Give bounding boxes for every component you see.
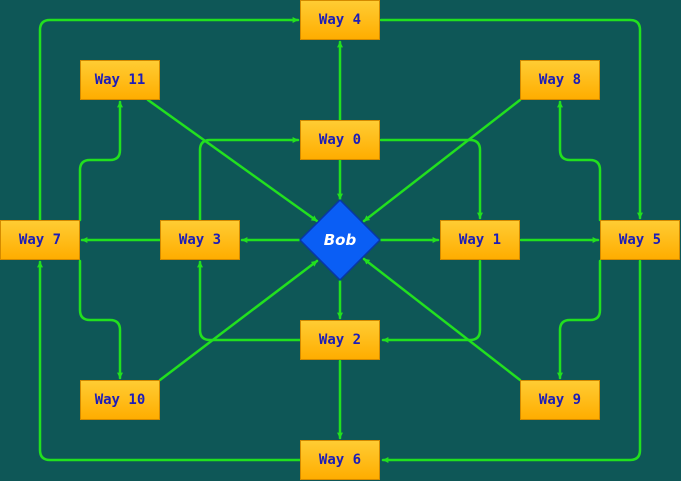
edge-way7-to-way10 <box>78 259 123 380</box>
edge-way5-to-way8 <box>557 100 602 222</box>
edge-way5-to-way6 <box>381 259 642 463</box>
edge-way7-to-way4 <box>38 17 300 222</box>
edge-way1-to-way2 <box>381 259 482 343</box>
edge-way11-to-bob <box>146 98 319 223</box>
hub-label: Bob <box>323 231 357 249</box>
node-way-7[interactable]: Way 7 <box>0 220 80 260</box>
edge-way8-to-bob <box>362 98 522 223</box>
edge-way9-to-bob <box>362 257 522 382</box>
edge-way5-to-way9 <box>557 259 602 380</box>
node-way-9[interactable]: Way 9 <box>520 380 600 420</box>
node-way-11[interactable]: Way 11 <box>80 60 160 100</box>
node-way-2[interactable]: Way 2 <box>300 320 380 360</box>
edge-way3-to-way0 <box>198 137 300 222</box>
node-way-6[interactable]: Way 6 <box>300 440 380 480</box>
edge-way4-to-way5 <box>379 18 643 220</box>
node-way-10[interactable]: Way 10 <box>80 380 160 420</box>
node-way-5[interactable]: Way 5 <box>600 220 680 260</box>
node-way-4[interactable]: Way 4 <box>300 0 380 40</box>
edge-way6-to-way7 <box>37 260 302 462</box>
edge-way2-to-way3 <box>197 260 302 342</box>
node-way-0[interactable]: Way 0 <box>300 120 380 160</box>
node-way-3[interactable]: Way 3 <box>160 220 240 260</box>
edge-way7-to-way11 <box>78 100 123 222</box>
edge-way0-to-way1 <box>379 138 483 220</box>
diamond-shape <box>299 199 381 281</box>
hub-node-bob[interactable]: Bob <box>299 199 381 281</box>
edge-way10-to-bob <box>158 259 319 382</box>
node-way-8[interactable]: Way 8 <box>520 60 600 100</box>
node-way-1[interactable]: Way 1 <box>440 220 520 260</box>
